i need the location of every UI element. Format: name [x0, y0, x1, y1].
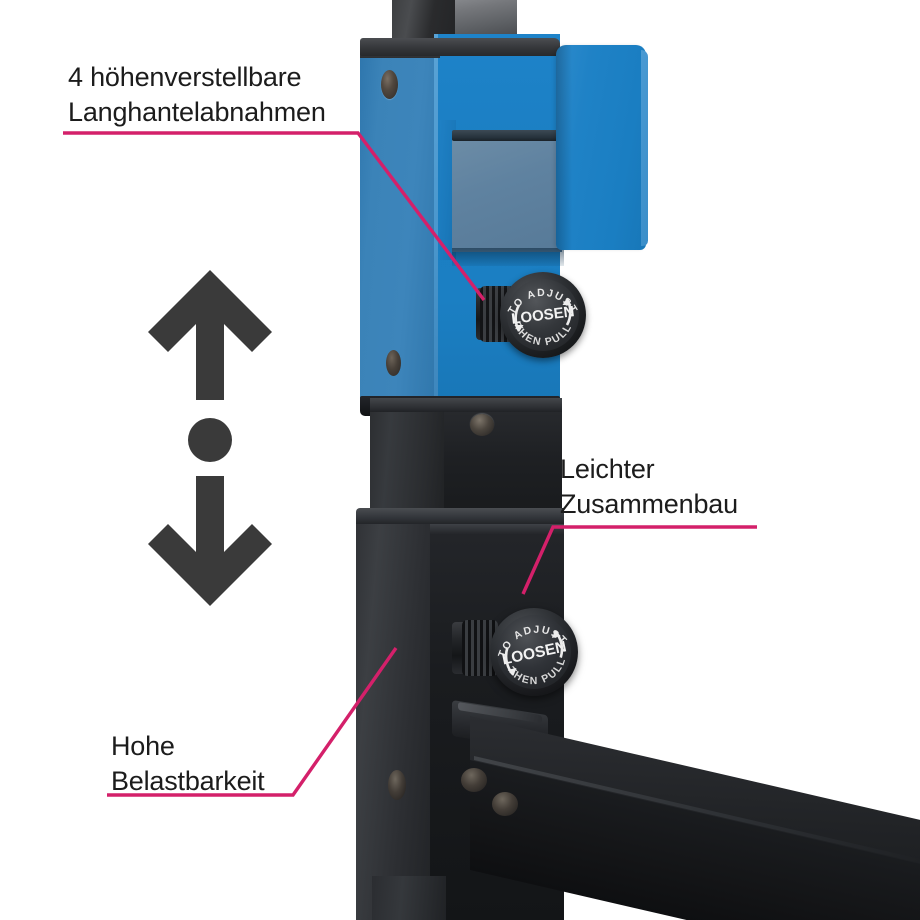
blue-safety-plate — [556, 45, 646, 250]
outer-black-post-lower-left — [356, 516, 432, 920]
outer-black-post-lower-top — [356, 508, 564, 524]
post-bolt-hole-left — [388, 770, 406, 800]
post-foot — [372, 876, 446, 920]
callout-height-adjustable-label: 4 höhenverstellbare Langhantelabnahmen — [68, 62, 326, 128]
lower-knob-engraving: TO ADJUST THEN PULL LOOSEN — [491, 617, 573, 694]
blue-sleeve-bolt-hole — [381, 70, 398, 99]
up-down-arrow-icon — [148, 270, 272, 606]
j-hook-shadow — [452, 248, 564, 266]
upper-knob-engraving: TO ADJUST THEN PULL LOOSEN — [506, 287, 579, 349]
inner-black-post-top-face — [455, 0, 517, 40]
upper-knob-face — [507, 279, 579, 351]
post-adjustment-hole-upper — [470, 414, 494, 436]
callout-high-load-label: Hohe Belastbarkeit — [111, 731, 265, 797]
post-bolt-hole-front-upper — [461, 768, 487, 792]
lower-knob-face — [497, 615, 571, 689]
outer-black-post-mid-top — [370, 398, 562, 412]
blue-safety-plate-shadow — [556, 45, 572, 250]
callout-easy-assembly-label: Leichter Zusammenbau — [560, 454, 738, 520]
post-bolt-hole-front-lower — [492, 792, 518, 816]
blue-catch-sleeve-edge — [434, 34, 438, 412]
j-hook-top-lip — [452, 130, 566, 141]
outer-black-post-lower-bevel — [430, 524, 564, 534]
j-hook-inner-face — [452, 140, 562, 252]
blue-sleeve-top-cap — [360, 38, 560, 56]
blue-sleeve-bolt-hole-lower — [386, 350, 401, 376]
blue-safety-plate-edge — [641, 50, 648, 246]
